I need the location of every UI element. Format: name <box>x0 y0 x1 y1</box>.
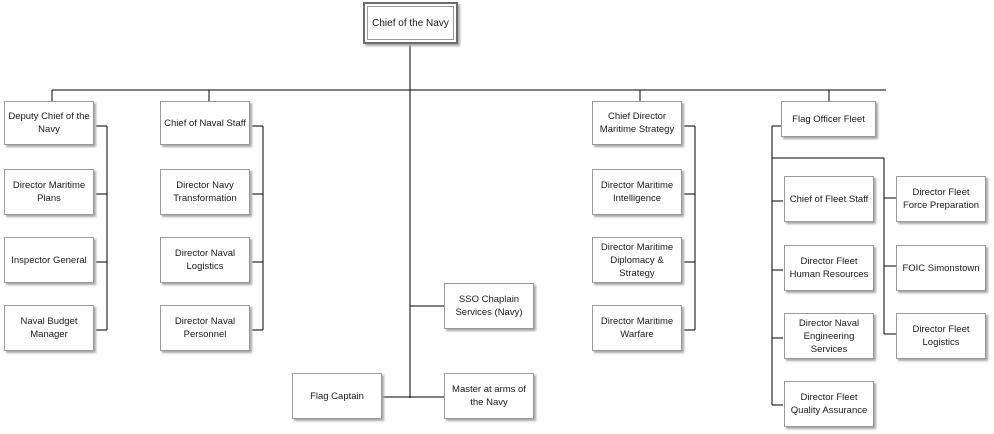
node-chief-of-the-navy: Chief of the Navy <box>363 2 458 44</box>
node-sso-chaplain-services: SSO Chaplain Services (Navy) <box>444 283 534 329</box>
node-flag-officer-fleet: Flag Officer Fleet <box>781 101 876 137</box>
node-foic-simonstown: FOIC Simonstown <box>896 245 986 291</box>
node-naval-budget-manager: Naval Budget Manager <box>4 305 94 351</box>
node-director-fleet-human-resources: Director Fleet Human Resources <box>784 245 874 291</box>
node-director-naval-engineering-services: Director Naval Engineering Services <box>784 313 874 359</box>
node-director-naval-personnel: Director Naval Personnel <box>160 305 250 351</box>
node-chief-of-naval-staff: Chief of Naval Staff <box>160 101 250 145</box>
node-director-maritime-intelligence: Director Maritime Intelligence <box>592 169 682 215</box>
node-director-navy-transformation: Director Navy Transformation <box>160 169 250 215</box>
node-director-maritime-diplomacy-strategy: Director Maritime Diplomacy & Strategy <box>592 237 682 283</box>
node-director-naval-logistics: Director Naval Logistics <box>160 237 250 283</box>
node-master-at-arms: Master at arms of the Navy <box>444 373 534 419</box>
node-director-maritime-plans: Director Maritime Plans <box>4 169 94 215</box>
node-chief-of-fleet-staff: Chief of Fleet Staff <box>784 176 874 222</box>
node-inspector-general: Inspector General <box>4 237 94 283</box>
node-deputy-chief-of-the-navy: Deputy Chief of the Navy <box>4 101 94 145</box>
node-flag-captain: Flag Captain <box>292 373 382 419</box>
node-director-fleet-quality-assurance: Director Fleet Quality Assurance <box>784 381 874 427</box>
node-director-fleet-logistics: Director Fleet Logistics <box>896 313 986 359</box>
node-director-fleet-force-preparation: Director Fleet Force Preparation <box>896 176 986 222</box>
node-director-maritime-warfare: Director Maritime Warfare <box>592 305 682 351</box>
node-chief-director-maritime-strategy: Chief Director Maritime Strategy <box>592 101 682 145</box>
